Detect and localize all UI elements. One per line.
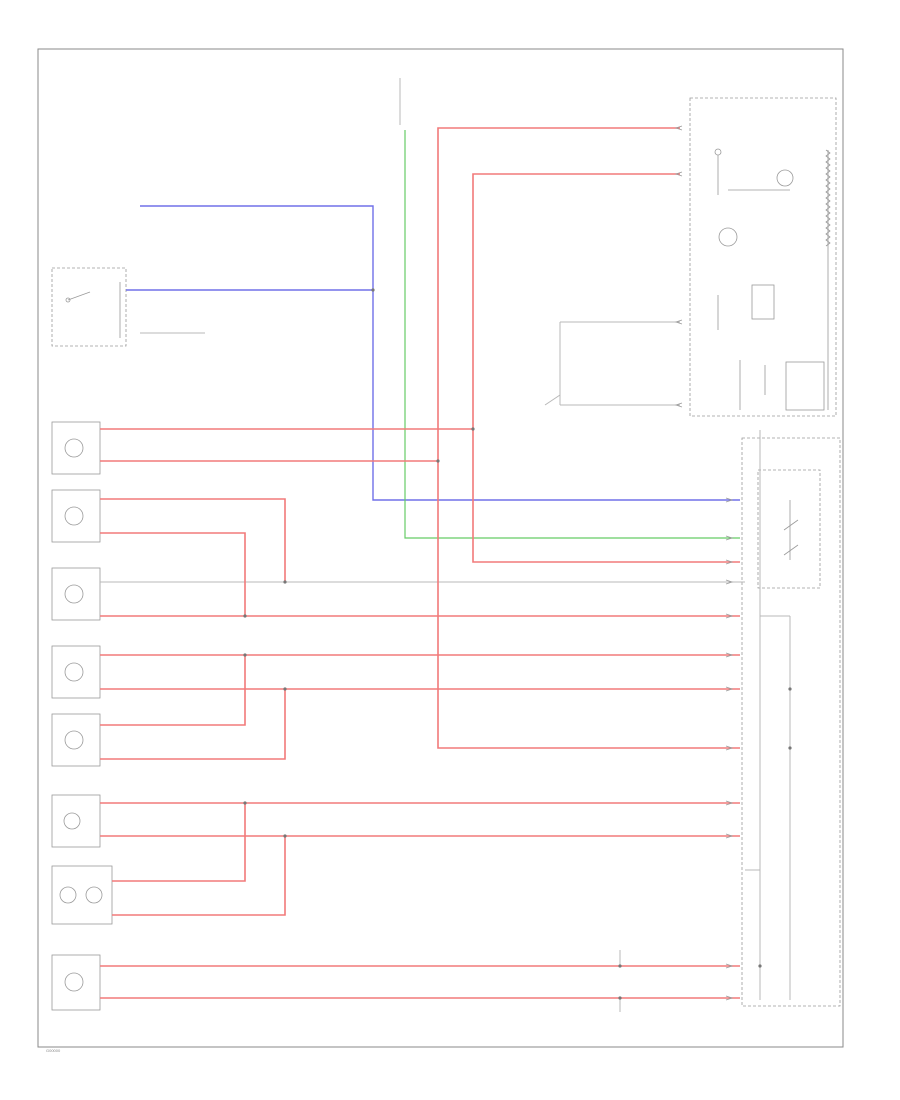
green-wire — [404, 130, 740, 539]
gray-wires — [100, 78, 791, 1012]
red-wires — [100, 127, 740, 999]
left-sensors — [51, 421, 113, 1011]
splice-points — [243, 288, 792, 1000]
figure-code: G00000 — [46, 1048, 61, 1053]
left-switch — [51, 267, 127, 347]
right-junction-box — [741, 437, 841, 1007]
blue-wires — [126, 205, 740, 501]
top-module — [689, 97, 837, 417]
connector-terminals — [674, 125, 734, 1001]
diagram-border — [37, 48, 844, 1048]
